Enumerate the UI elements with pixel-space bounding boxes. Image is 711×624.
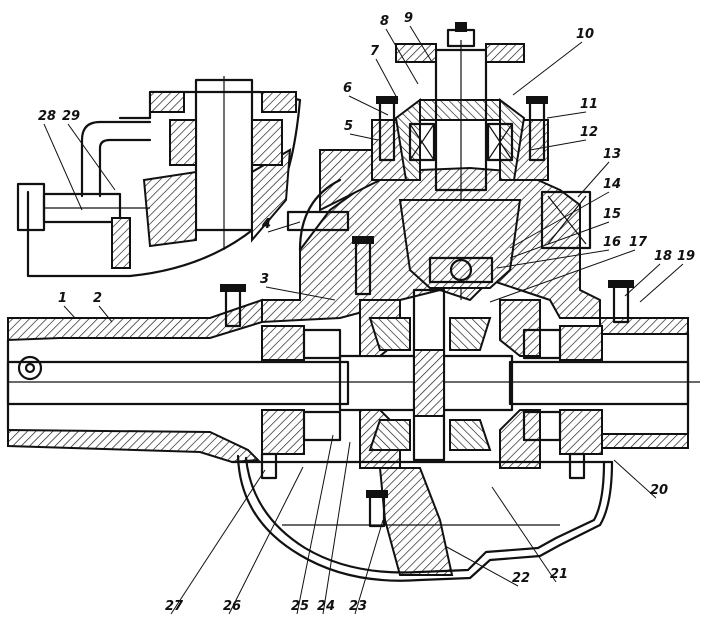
leader-line-7 [375, 58, 399, 101]
crown-wheel [366, 467, 454, 576]
leader-line-9 [409, 25, 433, 63]
leader-line-5 [349, 133, 379, 141]
leader-line-27 [170, 469, 266, 615]
callout-20: 20 [650, 483, 668, 498]
leader-line-3 [265, 286, 336, 301]
leader-line-6 [348, 95, 389, 116]
callout-11: 11 [580, 97, 598, 112]
callout-29: 29 [62, 109, 80, 124]
leader-line-11 [546, 111, 587, 119]
leader-line-20 [613, 459, 657, 499]
callout-15: 15 [603, 207, 621, 222]
callout-14: 14 [603, 177, 621, 192]
leader-line-23 [354, 519, 384, 615]
inset-view [16, 76, 302, 278]
brake-pin [17, 355, 43, 381]
leader-line-26 [228, 466, 304, 615]
callout-28: 28 [38, 109, 56, 124]
callout-19: 19 [677, 249, 695, 264]
leader-line-19 [639, 263, 684, 303]
callout-16: 16 [603, 235, 621, 250]
callout-17: 17 [629, 235, 648, 250]
leader-line-4 [267, 221, 301, 233]
leader-line-22 [444, 545, 519, 587]
leader-line-28 [43, 123, 83, 211]
leader-line-21 [491, 486, 557, 583]
leader-line-18 [624, 263, 661, 297]
callout-18: 18 [654, 249, 672, 264]
drive-pinion [398, 199, 522, 289]
callout-3: 3 [260, 272, 269, 287]
callout-26: 26 [223, 599, 241, 614]
callout-22: 22 [512, 571, 530, 586]
leader-line-24 [322, 441, 351, 615]
leader-line-17 [489, 249, 636, 303]
callout-13: 13 [603, 147, 621, 162]
oil-tube [80, 120, 152, 198]
callout-5: 5 [344, 119, 353, 134]
differential-case [359, 288, 541, 469]
pinion-carrier [371, 22, 549, 300]
oil-pan [230, 454, 614, 582]
callout-10: 10 [576, 27, 594, 42]
leader-line-29 [67, 123, 116, 191]
leader-line-10 [512, 41, 583, 96]
callout-23: 23 [349, 599, 367, 614]
callout-7: 7 [370, 44, 380, 59]
callout-9: 9 [404, 11, 413, 26]
callout-2: 2 [93, 291, 102, 306]
leader-line-25 [296, 434, 334, 615]
housing-bolts [220, 210, 634, 480]
leader-line-2 [98, 305, 113, 323]
callout-12: 12 [580, 125, 598, 140]
side-bearings [261, 325, 603, 455]
leader-line-8 [385, 28, 419, 85]
leader-line-14 [509, 191, 610, 249]
callout-8: 8 [380, 14, 389, 29]
leader-line-1 [63, 305, 76, 319]
leader-line-12 [529, 139, 587, 151]
callout-27: 27 [165, 599, 184, 614]
pinion-bearings [408, 122, 514, 162]
callout-21: 21 [550, 567, 568, 582]
half-shafts [6, 354, 690, 412]
axle-housing-left [6, 298, 700, 464]
axle-housing-right [599, 317, 690, 449]
callout-24: 24 [317, 599, 335, 614]
callout-25: 25 [291, 599, 309, 614]
callout-4: 4 [261, 217, 271, 232]
leader-line-13 [577, 161, 610, 198]
leader-line-16 [496, 249, 610, 269]
callout-6: 6 [343, 81, 352, 96]
leader-line-15 [509, 221, 610, 259]
carrier-bolts [376, 96, 548, 162]
callout-1: 1 [58, 291, 67, 306]
